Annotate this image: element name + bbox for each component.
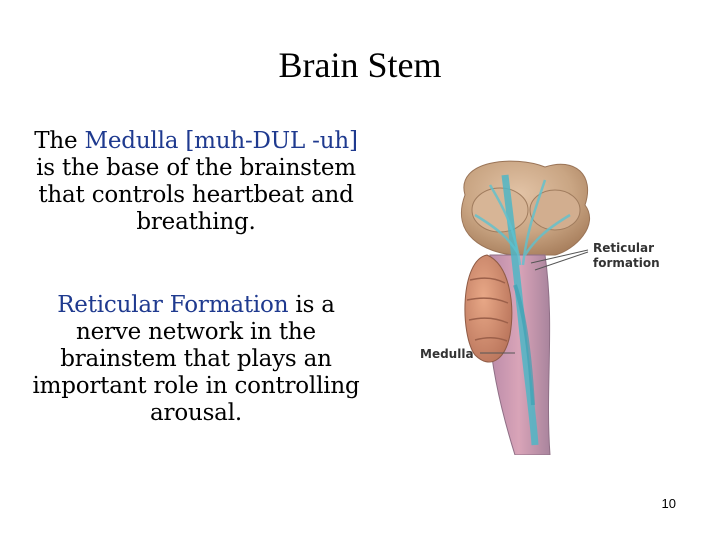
slide-title: Brain Stem xyxy=(278,45,442,85)
medulla-term: Medulla [muh-DUL -uh] xyxy=(84,128,358,154)
medulla-paragraph: The Medulla [muh-DUL -uh] is the base of… xyxy=(30,128,362,236)
reticular-description: is a nerve network in the brainstem that… xyxy=(32,292,360,426)
page-number: 10 xyxy=(661,496,676,511)
reticular-label-line1: Reticular xyxy=(593,241,655,255)
thalamus-lobe xyxy=(471,187,529,233)
brainstem-illustration: Reticular formation Medulla xyxy=(405,155,675,456)
medulla-description: is the base of the brainstem that contro… xyxy=(36,154,356,235)
brainstem-drawing xyxy=(460,160,591,456)
medulla-lead: The xyxy=(34,128,85,154)
medulla-label: Medulla xyxy=(420,347,474,361)
reticular-term: Reticular Formation xyxy=(57,292,289,318)
cerebellum-shape xyxy=(464,254,513,363)
thalamus-lobe xyxy=(529,189,581,231)
reticular-label-line2: formation xyxy=(593,256,660,270)
reticular-fibers xyxy=(501,174,539,446)
reticular-paragraph: Reticular Formation is a nerve network i… xyxy=(30,292,362,427)
